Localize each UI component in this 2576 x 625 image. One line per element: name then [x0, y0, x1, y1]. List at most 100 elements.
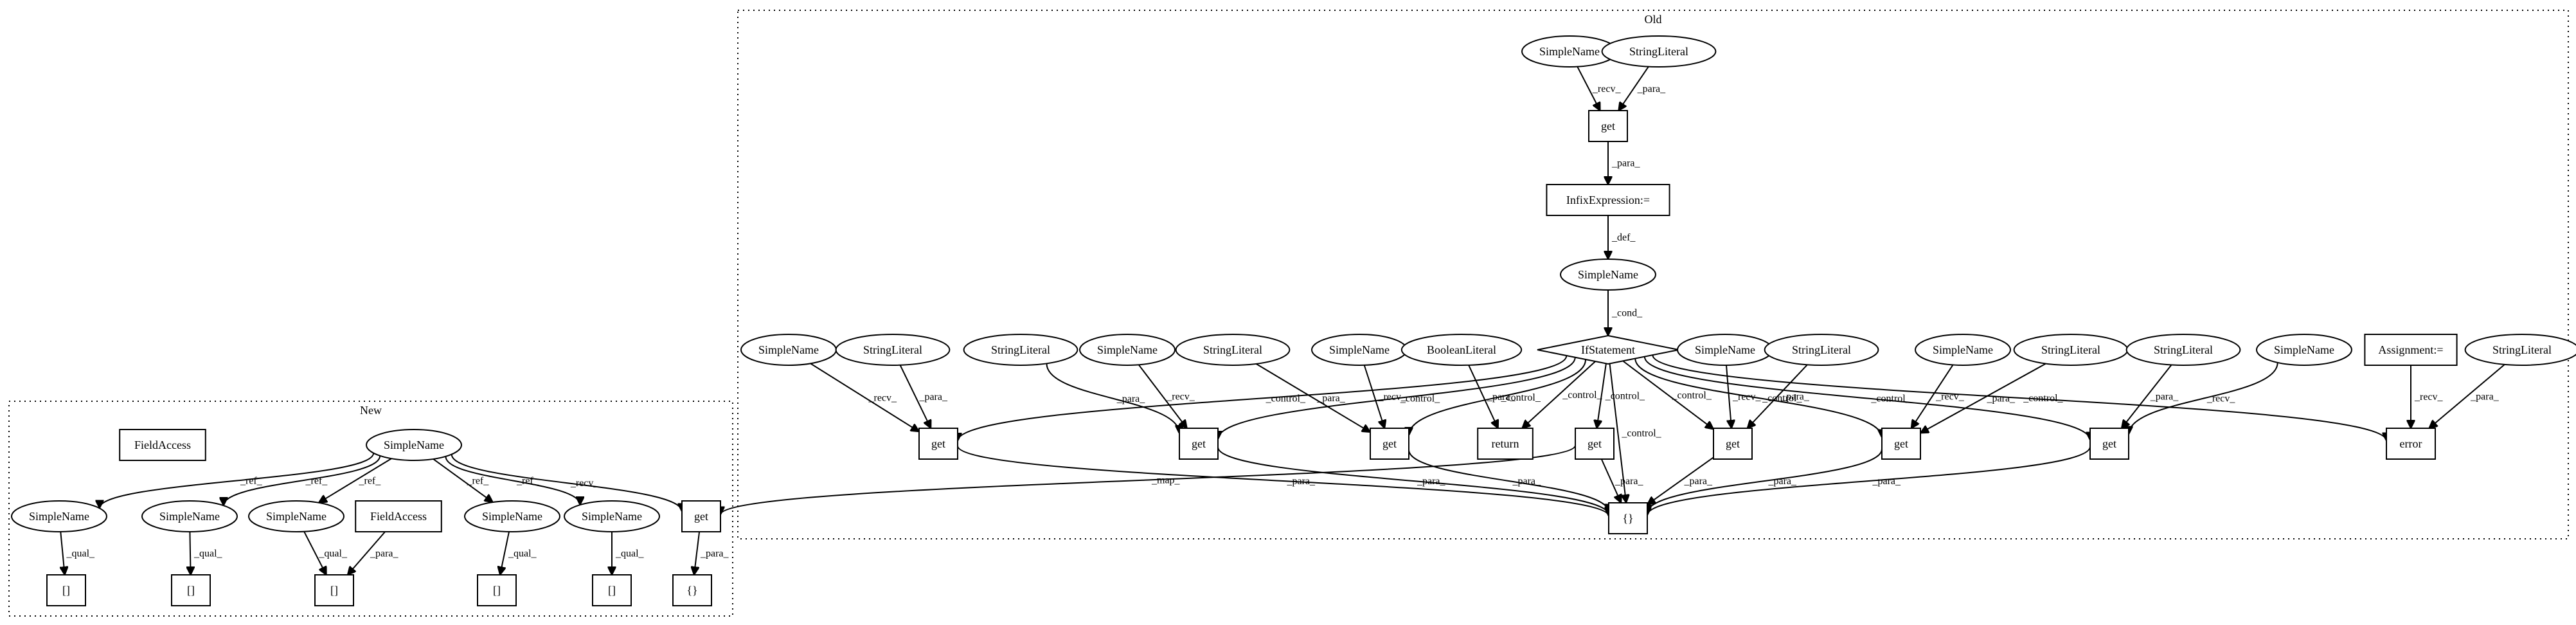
edge-layer: _ref__ref__ref__ref__ref__recv__qual__qu… [60, 66, 2505, 575]
edge-label: _ref_ [359, 476, 382, 487]
edge-label: _map_ [1151, 475, 1181, 486]
node-simplename: SimpleName [1560, 258, 1656, 291]
edge-n_sn1-to-n_a1: _qual_ [60, 531, 95, 575]
node-label: IfStatement [1581, 343, 1635, 356]
node-label: SimpleName [266, 510, 326, 523]
node-box [1575, 428, 1614, 460]
edge-line [1408, 449, 1609, 512]
edge-label: _para_ [1316, 393, 1346, 404]
node-stringliteral: StringLiteral [2464, 334, 2576, 366]
edge-line [1647, 449, 1883, 513]
node-brackets: [] [477, 574, 517, 606]
node-ellipse [1175, 334, 1291, 366]
node-box [2386, 428, 2436, 460]
edge-o_sn2-to-o_get2: _recv_ [1138, 364, 1195, 428]
edge-o_sl3-to-o_get3: _para_ [1256, 363, 1370, 432]
edge-line [100, 453, 375, 509]
edge-o_if-to-o_get4: _control_ [1597, 363, 1645, 428]
node-return: return [1477, 428, 1534, 460]
node-box [314, 574, 354, 606]
node-get: get [1881, 428, 1921, 460]
edge-label: _control_ [1621, 428, 1661, 439]
node-ellipse [835, 334, 951, 366]
edge-label: _recv_ [1732, 392, 1762, 403]
node-label: get [931, 437, 945, 450]
node-label: StringLiteral [1792, 343, 1851, 356]
edge-line [694, 531, 701, 575]
edge-label: _para_ [1116, 394, 1146, 404]
node-get: get [1370, 428, 1409, 460]
edge-label: _para_ [2150, 392, 2179, 403]
edge-o_getTop-to-o_infix: _para_ [1608, 141, 1641, 185]
node-get: get [1575, 428, 1614, 460]
node-label: InfixExpression:= [1566, 194, 1650, 206]
edge-line [1522, 361, 1596, 428]
node-label: SimpleName [159, 510, 220, 523]
node-brackets: [] [46, 574, 86, 606]
node-label: SimpleName [758, 343, 819, 356]
edge-o_get2-to-o_brace: _para_ [1217, 446, 1609, 516]
edge-label: _ref_ [467, 476, 490, 487]
node-label: SimpleName [482, 510, 542, 523]
edge-o_if-to-o_get3: _control_ [1409, 359, 1587, 436]
node-ellipse [1764, 334, 1879, 366]
node-label: return [1492, 437, 1519, 450]
node-brackets: [] [171, 574, 211, 606]
node-box [1881, 428, 1921, 460]
node-simplename: SimpleName [1311, 334, 1408, 366]
node-label: SimpleName [1539, 45, 1600, 58]
edge-line [500, 531, 510, 575]
node-simplename: SimpleName [141, 500, 238, 532]
edge-n_get-to-n_brace: _para_ [694, 531, 729, 575]
edge-o_sn1-to-o_get1: _recv_ [810, 363, 919, 431]
node-box [918, 428, 958, 460]
edge-line [1046, 363, 1179, 434]
node-label: StringLiteral [2041, 343, 2100, 356]
node-label: SimpleName [1097, 343, 1158, 356]
edge-label: _qual_ [508, 548, 537, 559]
node-ellipse [1400, 334, 1523, 366]
edge-o_get3-to-o_brace: _para_ [1408, 449, 1609, 512]
edge-o_get1-to-o_brace: _para_ [957, 445, 1609, 517]
node-simplename: SimpleName [1079, 334, 1176, 366]
edge-o_slTop-to-o_getTop: _para_ [1618, 66, 1666, 111]
edge-line [303, 531, 326, 575]
edge-n_sn5-to-n_a5: _qual_ [612, 532, 645, 575]
node-ellipse [366, 429, 462, 461]
edge-label: _control_ [1762, 393, 1802, 404]
edge-line [60, 531, 64, 575]
edge-o_if-to-o_return: _control_ [1522, 361, 1603, 428]
edge-n_sn3-to-n_a3: _qual_ [303, 531, 348, 575]
edge-line [1748, 364, 1808, 428]
edge-o_if-to-o_get7: _control_ [1643, 356, 2090, 440]
edge-o_get5-to-o_brace: _para_ [1647, 457, 1714, 504]
edge-label: _control_ [2023, 393, 2063, 404]
edge-line [348, 531, 386, 575]
edge-label: _recv_ [2206, 394, 2236, 404]
node-label: [] [493, 584, 501, 597]
edge-label: _para_ [1287, 476, 1316, 487]
edge-label: _qual_ [615, 548, 645, 559]
node-box [1546, 184, 1670, 216]
edge-o_sn3-to-o_get3: _recv_ [1363, 365, 1407, 428]
edge-o_sn4-to-o_get5: _recv_ [1725, 365, 1762, 428]
edge-line [1643, 356, 2090, 440]
edge-line [1652, 354, 2386, 441]
node-brackets: {} [1608, 502, 1648, 534]
edge-label: _para_ [1987, 393, 2016, 404]
edge-o_assign-to-o_error: _recv_ [2411, 365, 2444, 428]
node-label: get [2102, 437, 2116, 450]
node-label: Assignment:= [2378, 343, 2443, 356]
node-box [1370, 428, 1409, 460]
node-simplename: SimpleName [2256, 334, 2352, 366]
edge-line [1600, 458, 1621, 503]
node-label: get [1588, 437, 1602, 450]
node-get: get [918, 428, 958, 460]
edge-label: _recv_ [1377, 392, 1407, 403]
node-label: get [694, 510, 708, 523]
edge-label: _para_ [918, 392, 948, 403]
edge-n_sn2-to-n_a2: _qual_ [190, 531, 223, 575]
edge-line [1468, 365, 1498, 428]
edge-label: _qual_ [193, 548, 223, 559]
edge-label: _qual_ [318, 548, 348, 559]
